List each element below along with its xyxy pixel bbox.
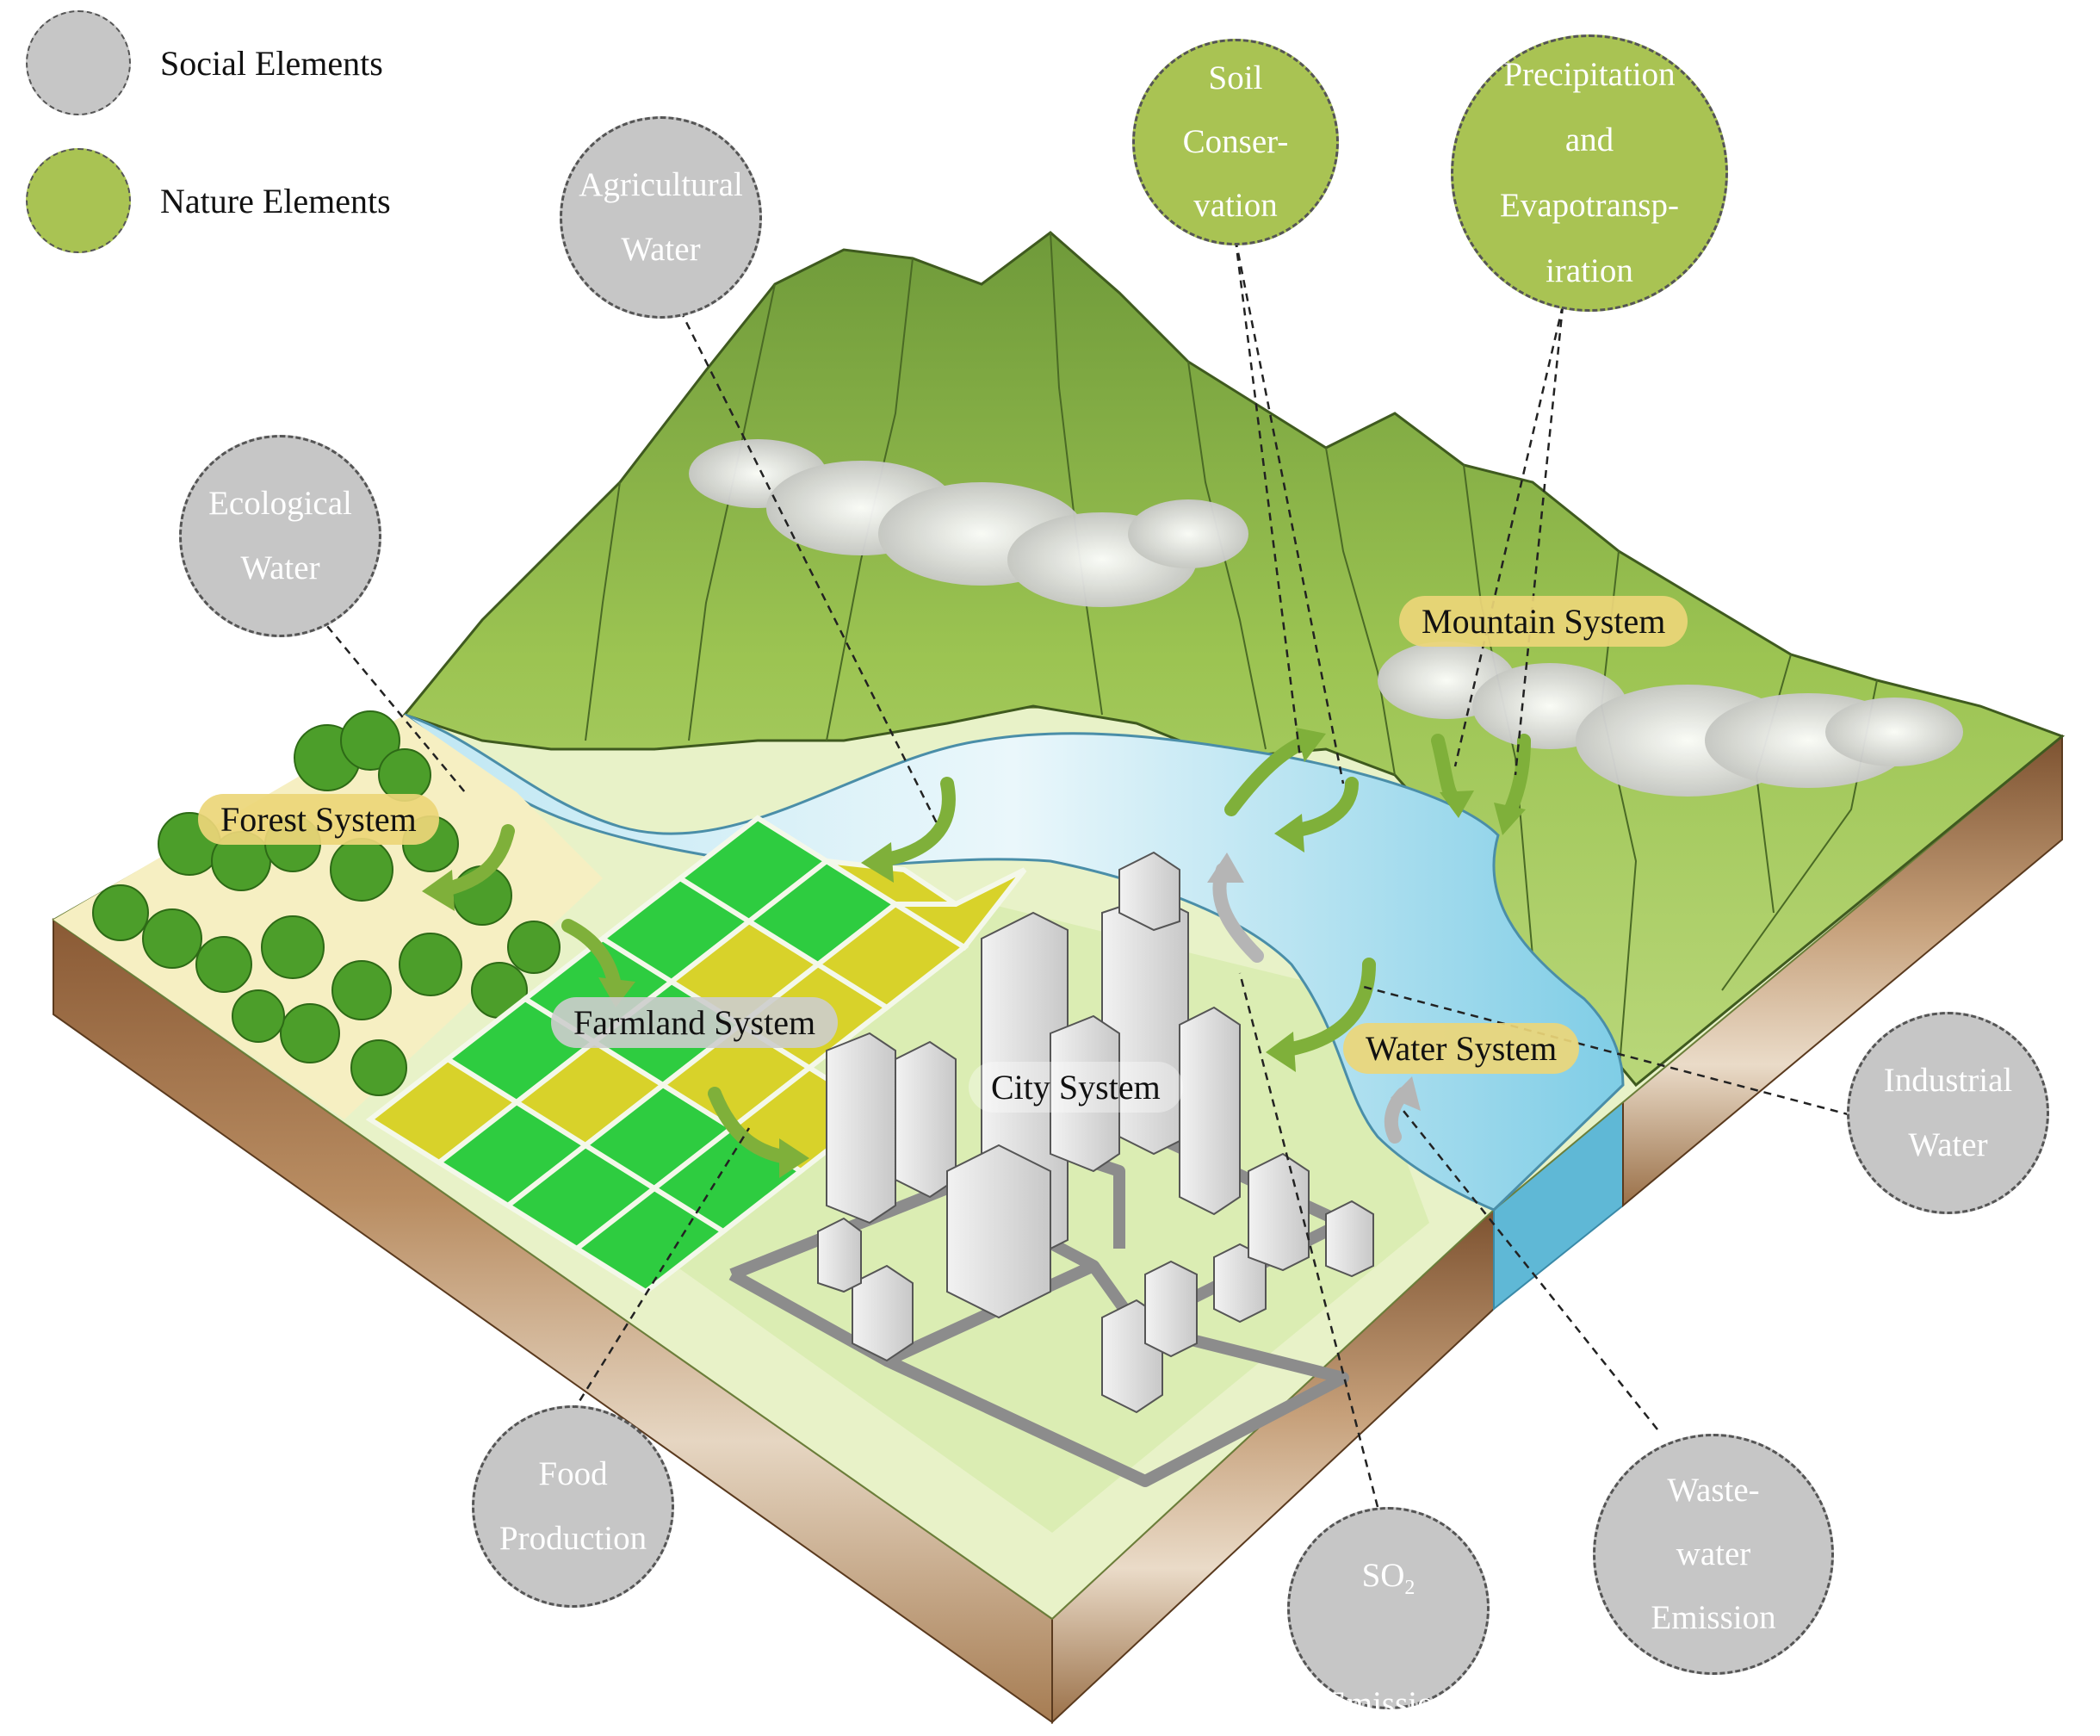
industrial-water-label: Industrial Water (1883, 1062, 2013, 1163)
so2-emission-label: SO2 Emission (1326, 1480, 1451, 1736)
water-system-label: Water System (1343, 1023, 1580, 1074)
forest-trees (92, 710, 561, 1096)
legend-nature-swatch (26, 148, 131, 253)
legend-nature-label: Nature Elements (160, 181, 391, 220)
bubble-so2-emission: SO2 Emission (1287, 1507, 1490, 1722)
bubble-precipitation: Precipitation and Evapotransp- iration (1451, 34, 1728, 312)
ecological-water-label: Ecological Water (208, 485, 352, 586)
bubble-soil-conservation: Soil Conser- vation (1132, 39, 1339, 245)
so2-prefix: SO (1361, 1557, 1405, 1595)
bubble-agricultural-water: Agricultural Water (560, 116, 762, 319)
farmland-system-label: Farmland System (551, 997, 839, 1048)
legend-social: Social Elements (26, 10, 383, 115)
flow-arrowheads-gray (1207, 852, 1421, 1111)
legend-social-label: Social Elements (160, 43, 383, 83)
forest-area (53, 715, 603, 1119)
mountain-system-label: Mountain System (1399, 596, 1688, 647)
wastewater-emission-label: Waste- water Emission (1651, 1471, 1776, 1637)
so2-subscript: 2 (1404, 1577, 1415, 1600)
so2-suffix: Emission (1325, 1684, 1452, 1722)
city-buildings (817, 851, 1374, 1414)
food-production-label: Food Production (499, 1455, 647, 1557)
city-system-label: City System (969, 1062, 1183, 1113)
mountain-ridges (585, 232, 1878, 1077)
clouds (689, 439, 1963, 797)
bubble-industrial-water: Industrial Water (1847, 1012, 2049, 1214)
bubble-wastewater-emission: Waste- water Emission (1593, 1434, 1834, 1675)
forest-system-label: Forest System (198, 794, 439, 845)
soil-conservation-label: Soil Conser- vation (1182, 59, 1289, 225)
legend-nature: Nature Elements (26, 148, 391, 253)
bubble-ecological-water: Ecological Water (179, 435, 381, 637)
precipitation-label: Precipitation and Evapotransp- iration (1500, 55, 1679, 290)
agricultural-water-label: Agricultural Water (579, 166, 743, 268)
leader-lines (318, 239, 1852, 1508)
bubble-food-production: Food Production (472, 1405, 674, 1608)
mountain-range (402, 231, 2065, 1088)
flow-arrowheads-green (422, 728, 1526, 1178)
river (404, 713, 1625, 1212)
legend-social-swatch (26, 10, 131, 115)
